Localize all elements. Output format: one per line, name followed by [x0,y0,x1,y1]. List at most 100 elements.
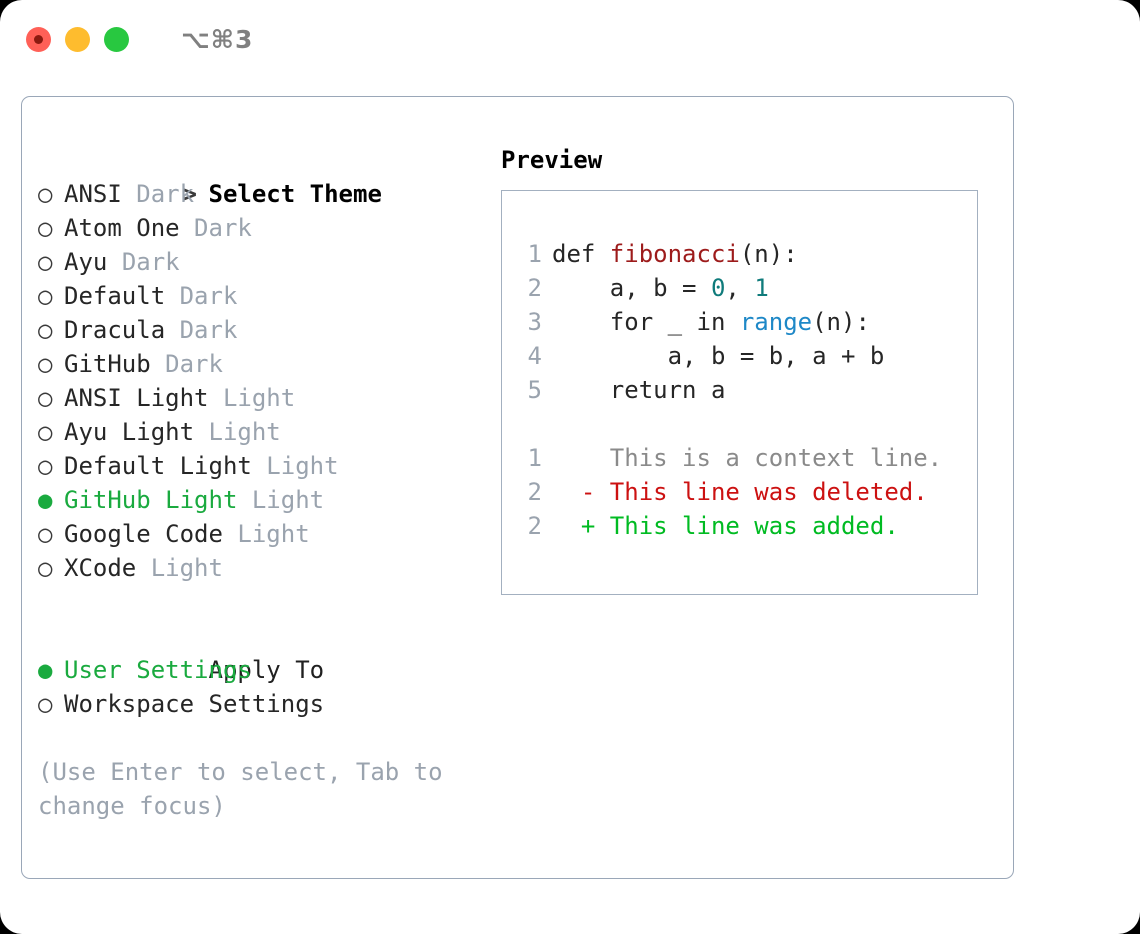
maximize-button[interactable] [104,26,129,52]
code-token-plain: (n): [812,308,870,336]
theme-option-xcode[interactable]: ○XCode Light [38,551,498,585]
diff-sample: 1 This is a context line. 2 - This line w… [520,441,977,543]
theme-option-label: ANSI Light [64,384,209,412]
theme-option-label: Google Code [64,520,223,548]
theme-option-default[interactable]: ○ Default Dark [38,279,498,313]
radio-unselected-icon[interactable]: ○ [38,214,53,242]
theme-option-default-light[interactable]: ○Default Light Light [38,449,498,483]
radio-selected-icon[interactable]: ● [38,486,53,514]
diff-sign: - [552,478,610,506]
theme-option-ansi-light[interactable]: ○ ANSI Light Light [38,381,498,415]
apply-to-option-user-settings[interactable]: ●User Settings [38,653,498,687]
line-number: 3 [527,308,542,336]
traffic-light-group [26,26,129,52]
radio-unselected-icon[interactable]: ○ [38,384,53,412]
code-token-func: fibonacci [609,240,740,268]
spacer [38,721,498,755]
theme-option-list[interactable]: ○ANSI Dark○Atom One Dark○Ayu Dark○Defaul… [38,177,498,585]
radio-unselected-icon[interactable]: ○ [38,690,53,718]
code-token-builtin: range [739,308,813,336]
theme-selector-panel: >Select Theme ○ANSI Dark○Atom One Dark○A… [38,143,498,823]
code-line: 1 def fibonacci(n): [520,237,977,271]
code-token-plain: (n): [739,240,798,268]
radio-unselected-icon[interactable]: ○ [38,554,53,582]
theme-variant-badge: Light [150,554,223,582]
keyboard-shortcut-label: ⌥⌘3 [181,24,254,54]
code-line: 5 return a [520,373,977,407]
theme-variant-badge: Light [251,486,325,514]
radio-unselected-icon[interactable]: ○ [38,248,53,276]
theme-variant-badge: Light [222,384,296,412]
theme-option-label: Default [64,282,166,310]
apply-to-option-list[interactable]: ●User Settings ○ Workspace Settings [38,653,498,721]
close-icon [34,34,43,44]
code-token-plain: return a [552,376,726,404]
line-number: 2 [527,512,542,540]
diff-sign [552,444,610,472]
radio-unselected-icon[interactable]: ○ [38,316,53,344]
preview-title: Preview [501,146,603,174]
line-number: 4 [527,342,542,370]
theme-variant-badge: Light [237,520,310,548]
theme-option-google-code[interactable]: ○ Google Code Light [38,517,498,551]
theme-option-label: ANSI [64,180,122,208]
theme-option-label: Default Light [64,452,252,480]
select-theme-label: Select Theme [208,180,382,208]
radio-unselected-icon[interactable]: ○ [38,350,53,378]
apply-to-label: Apply To [208,656,325,684]
diff-text: This is a context line. [609,444,943,472]
line-number: 1 [527,240,542,268]
spacer [520,407,977,441]
diff-text: This line was deleted. [609,478,928,506]
theme-option-ayu[interactable]: ○Ayu Dark [38,245,498,279]
radio-unselected-icon[interactable]: ○ [38,180,53,208]
apply-to-option-workspace-settings[interactable]: ○ Workspace Settings [38,687,498,721]
theme-option-github-light[interactable]: ● GitHub Light Light [38,483,498,517]
theme-option-label: Atom One [64,214,180,242]
code-token-num: 1 [754,274,769,302]
theme-variant-badge: Light [208,418,281,446]
radio-selected-icon[interactable]: ● [38,656,53,684]
radio-unselected-icon[interactable]: ○ [38,520,53,548]
theme-option-label: Dracula [64,316,166,344]
title-bar: ⌥⌘3 [0,0,1140,78]
close-button[interactable] [26,26,51,52]
code-token-plain: a, b = b, a + b [552,342,885,370]
radio-unselected-icon[interactable]: ○ [38,282,53,310]
code-token-plain: def [552,240,610,268]
theme-variant-badge: Dark [121,248,180,276]
theme-variant-badge: Dark [136,180,195,208]
line-number: 1 [527,444,542,472]
code-token-plain: for _ in [552,308,740,336]
theme-option-label: GitHub Light [64,486,238,514]
minimize-button[interactable] [65,26,90,52]
spacer [38,585,498,619]
keyboard-hint-text: (Use Enter to select, Tab to change focu… [38,758,458,820]
theme-option-dracula[interactable]: ○Dracula Dark [38,313,498,347]
code-line: 4 a, b = b, a + b [520,339,977,373]
theme-option-label: GitHub [64,350,151,378]
theme-variant-badge: Dark [179,282,238,310]
select-theme-header: > Select Theme [38,143,498,208]
theme-variant-badge: Dark [165,350,223,378]
theme-option-ayu-light[interactable]: ○ Ayu Light Light [38,415,498,449]
diff-text: This line was added. [609,512,899,540]
theme-option-atom-one[interactable]: ○ Atom One Dark [38,211,498,245]
apply-to-header: ○Apply To [38,619,498,684]
theme-option-ansi[interactable]: ○ ANSI Dark [38,177,498,211]
line-number: 2 [527,274,542,302]
diff-sign: + [552,512,610,540]
line-number: 5 [527,376,542,404]
apply-to-option-label: Workspace Settings [64,690,325,718]
diff-line-del: 2 - This line was deleted. [520,475,977,509]
prompt-caret-icon: > [182,180,197,208]
theme-option-label: Ayu Light [64,418,195,446]
radio-unselected-icon[interactable]: ○ [38,418,53,446]
theme-option-github[interactable]: ○ GitHub Dark [38,347,498,381]
theme-variant-badge: Dark [194,214,252,242]
code-line: 3 for _ in range(n): [520,305,977,339]
radio-unselected-icon[interactable]: ○ [38,452,53,480]
